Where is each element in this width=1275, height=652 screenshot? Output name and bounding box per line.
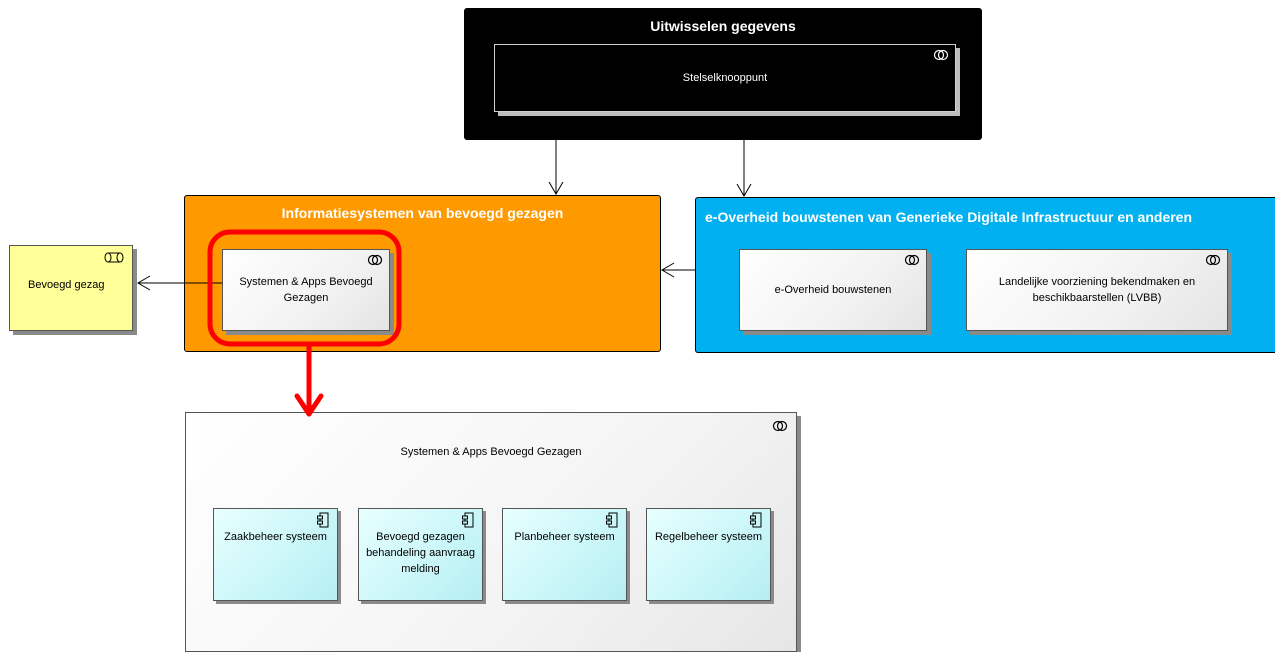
- flow-arrow-exchange-to-info: [548, 140, 564, 195]
- lvbb-node[interactable]: Landelijke voorziening bekendmaken en be…: [966, 249, 1228, 331]
- flow-arrow-exchange-to-eoverheid: [736, 140, 752, 197]
- business-role-icon: [104, 252, 124, 263]
- zaakbeheer-label: Zaakbeheer systeem: [224, 531, 327, 543]
- highlight-box: [207, 229, 402, 347]
- regelbeheer-component[interactable]: Regelbeheer systeem: [646, 508, 771, 601]
- zaakbeheer-component[interactable]: Zaakbeheer systeem: [213, 508, 338, 601]
- bevoegd-gezag-label: Bevoegd gezag: [28, 279, 105, 291]
- flow-arrow-eoverheid-to-info: [661, 262, 695, 278]
- regelbeheer-label: Regelbeheer systeem: [654, 531, 762, 543]
- systemen-apps-label: Systemen & Apps Bevoegd Gezagen: [239, 276, 373, 304]
- detail-panel-title: Systemen & Apps Bevoegd Gezagen: [400, 446, 582, 458]
- system-software-icon: [772, 420, 788, 432]
- eoverheid-bouwstenen-node[interactable]: e-Overheid bouwstenen: [739, 249, 927, 331]
- planbeheer-label: Planbeheer systeem: [514, 531, 615, 543]
- component-icon: [462, 512, 474, 528]
- eoverheid-title: e-Overheid bouwstenen van Generieke Digi…: [705, 209, 1193, 225]
- system-software-icon: [1205, 254, 1221, 266]
- highlight-arrow: [294, 341, 324, 417]
- system-software-icon: [933, 49, 949, 61]
- systemen-apps-node[interactable]: Systemen & Apps Bevoegd Gezagen: [222, 249, 390, 331]
- stelselknooppunt-node[interactable]: Stelselknooppunt: [494, 44, 956, 112]
- behandeling-component[interactable]: Bevoegd gezagen behandeling aanvraag mel…: [358, 508, 483, 601]
- system-software-icon: [904, 254, 920, 266]
- system-software-icon: [367, 254, 383, 266]
- planbeheer-component[interactable]: Planbeheer systeem: [502, 508, 627, 601]
- component-icon: [750, 512, 762, 528]
- behandeling-label: Bevoegd gezagen behandeling aanvraag mel…: [366, 531, 475, 575]
- component-icon: [606, 512, 618, 528]
- lvbb-label: Landelijke voorziening bekendmaken en be…: [998, 276, 1196, 304]
- info-systems-title: Informatiesystemen van bevoegd gezagen: [281, 205, 564, 221]
- stelselknooppunt-label: Stelselknooppunt: [682, 72, 768, 84]
- bevoegd-gezag-role[interactable]: Bevoegd gezag: [9, 245, 133, 331]
- eoverheid-bouwstenen-label: e-Overheid bouwstenen: [774, 284, 892, 296]
- component-icon: [317, 512, 329, 528]
- exchange-group-title: Uitwisselen gegevens: [650, 18, 796, 34]
